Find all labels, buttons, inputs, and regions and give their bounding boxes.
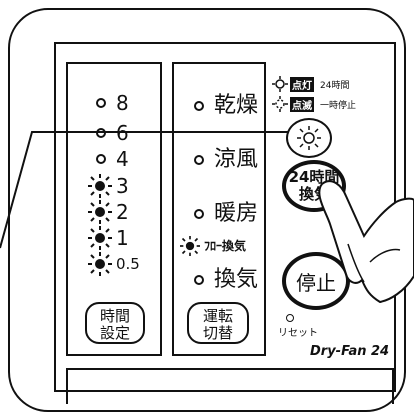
- legend-on-label: 点灯: [290, 76, 314, 92]
- timer-hours-label: 2: [116, 200, 129, 224]
- mode-switch-label-2: 切替: [202, 324, 233, 342]
- timer-hours-label: 6: [116, 121, 129, 145]
- mode-label: 暖房: [214, 201, 259, 226]
- mode-label: 換気: [214, 267, 259, 292]
- legend: 点灯 24時間 点滅 一時停止: [272, 76, 396, 116]
- indicator-dot: [96, 128, 106, 138]
- reset-label: リセット: [278, 328, 318, 339]
- timer-column: [66, 62, 162, 356]
- mode-option: 暖房: [194, 202, 258, 226]
- sun-icon: [272, 76, 288, 92]
- timer-option: 1: [88, 226, 129, 250]
- mode-label: 涼風: [214, 147, 259, 172]
- mode-option: ﾌﾛｰ換気: [180, 234, 246, 258]
- timer-option: 6: [96, 122, 129, 144]
- timer-hours-label: 3: [116, 174, 129, 198]
- legend-blink-row: 点滅 一時停止: [272, 96, 356, 112]
- lit-indicator-icon: [88, 252, 112, 276]
- lit-indicator-icon: [180, 236, 200, 256]
- indicator-dot: [194, 101, 204, 111]
- indicator-lamp: [286, 118, 332, 158]
- indicator-dot: [194, 155, 204, 165]
- timer-set-button[interactable]: 時間 設定: [85, 302, 145, 344]
- mode-switch-button[interactable]: 運転 切替: [187, 302, 249, 344]
- legend-blink-desc: 一時停止: [320, 100, 357, 111]
- timer-option: 2: [88, 200, 129, 224]
- lit-indicator-icon: [88, 174, 112, 198]
- bottom-cover-strip: [66, 368, 394, 404]
- mode-option: 涼風: [194, 148, 258, 172]
- timer-option: 3: [88, 174, 129, 198]
- brand-label: Dry-Fan 24: [310, 344, 390, 359]
- mode-option: 乾燥: [194, 94, 258, 118]
- reset-hole[interactable]: [286, 314, 294, 322]
- lit-indicator-icon: [88, 226, 112, 250]
- legend-on-row: 点灯 24時間: [272, 76, 349, 92]
- timer-option: 0.5: [88, 252, 140, 276]
- mode-column: [172, 62, 266, 356]
- timer-hours-label: 1: [116, 226, 129, 250]
- legend-on-desc: 24時間: [320, 80, 350, 91]
- legend-blink-label: 点滅: [290, 96, 314, 112]
- timer-hours-label: 8: [116, 91, 129, 115]
- indicator-dot: [194, 209, 204, 219]
- indicator-dot: [194, 275, 204, 285]
- timer-hours-label: 4: [116, 147, 129, 171]
- lit-indicator-icon: [88, 200, 112, 224]
- timer-option: 8: [96, 92, 129, 114]
- timer-set-label-2: 設定: [99, 324, 130, 342]
- timer-set-label-1: 時間: [99, 307, 130, 325]
- stop-label: 停止: [296, 270, 336, 295]
- indicator-dot: [96, 98, 106, 108]
- timer-hours-label: 0.5: [116, 255, 140, 273]
- indicator-dot: [96, 154, 106, 164]
- lamp-sun-icon: [297, 126, 321, 150]
- stop-button[interactable]: 停止: [282, 252, 350, 310]
- mode-label: ﾌﾛｰ換気: [204, 239, 247, 253]
- mode-option: 換気: [194, 268, 258, 292]
- mode-label: 乾燥: [214, 93, 259, 118]
- timer-option: 4: [96, 148, 129, 170]
- blink-sun-icon: [272, 96, 288, 112]
- mode-switch-label-1: 運転: [202, 307, 233, 325]
